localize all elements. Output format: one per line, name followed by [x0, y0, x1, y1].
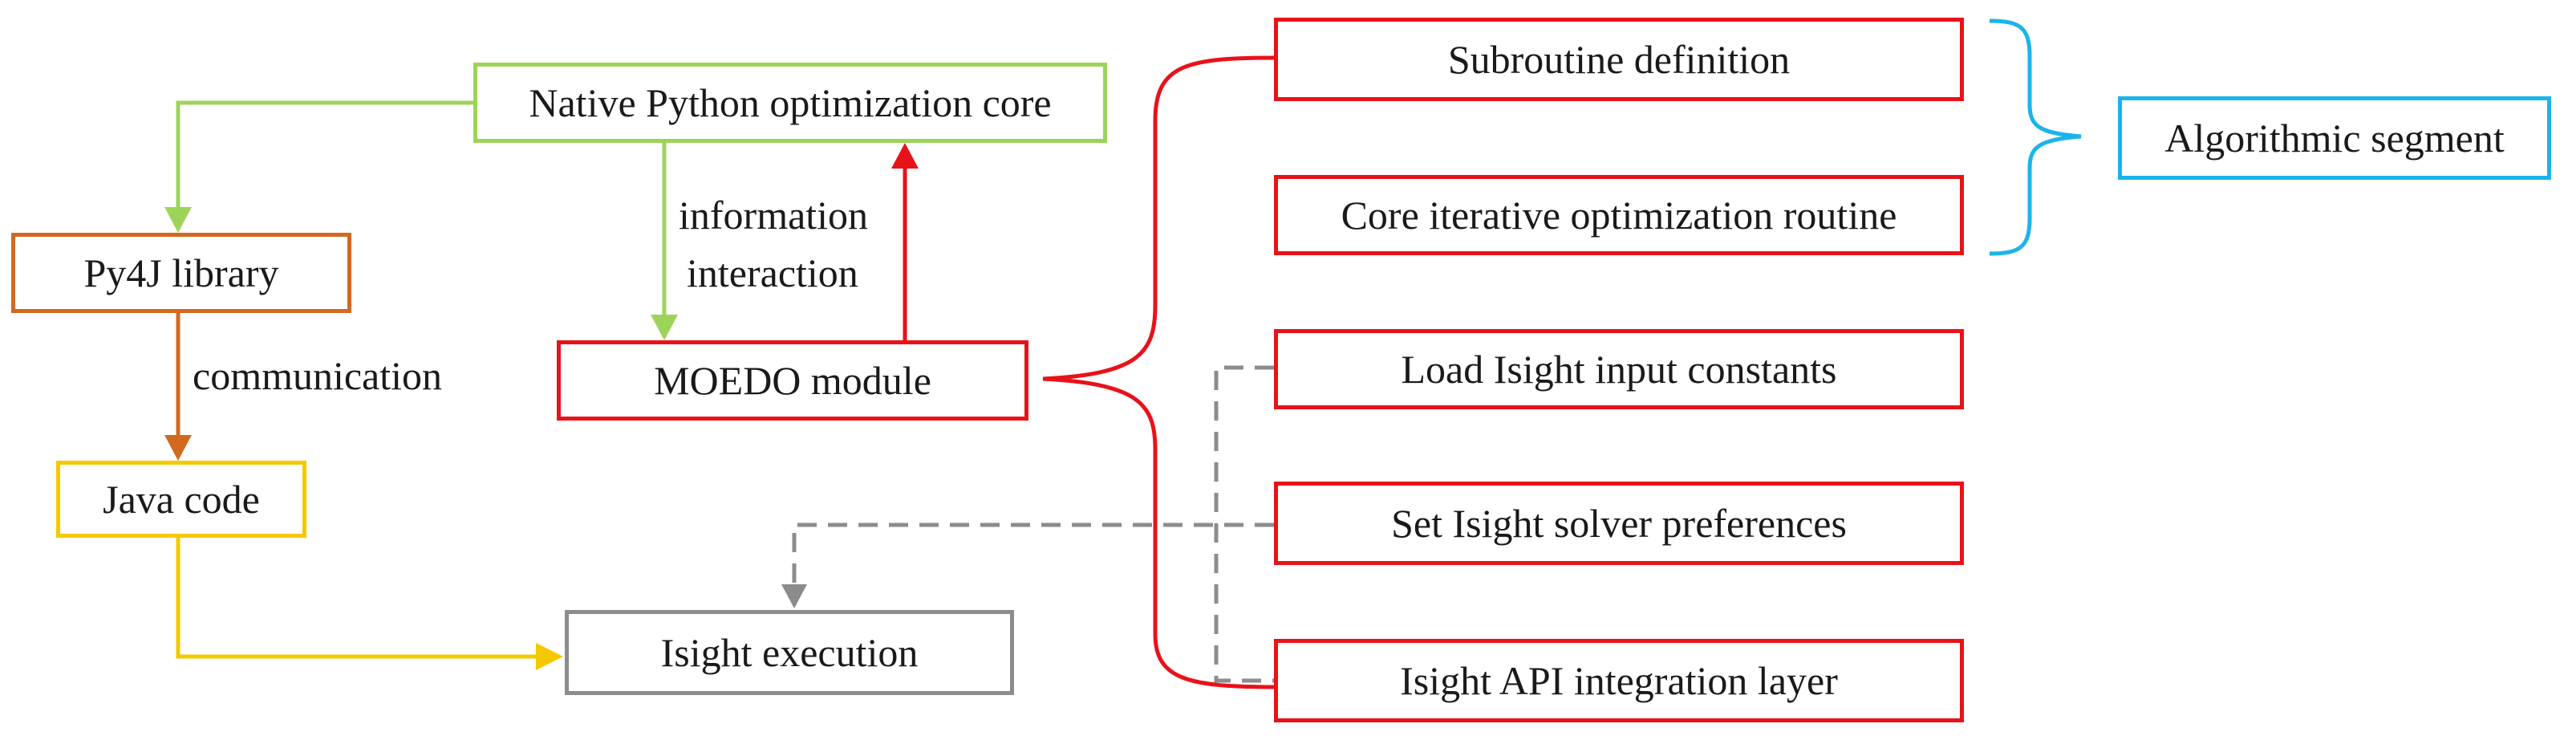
interaction-label: interaction: [687, 250, 858, 295]
arrow-java-to-isight: [176, 535, 544, 659]
java-code-box: Java code: [56, 461, 306, 538]
algorithmic-segment-label: Algorithmic segment: [2164, 116, 2505, 161]
information-label: information: [679, 193, 869, 238]
communication-label: communication: [193, 353, 443, 398]
isight-api-layer-box: Isight API integration layer: [1274, 639, 1964, 722]
arrowhead-java: [164, 435, 192, 461]
dashed-solver-to-isight: [792, 523, 1274, 591]
native-python-core-label: Native Python optimization core: [529, 80, 1052, 125]
arrowhead-py4j: [164, 207, 192, 233]
moedo-module-label: MOEDO module: [654, 358, 931, 403]
red-brace: [1042, 55, 1276, 689]
subroutine-definition-label: Subroutine definition: [1447, 37, 1791, 82]
native-python-core-box: Native Python optimization core: [473, 63, 1107, 143]
isight-execution-box: Isight execution: [565, 610, 1014, 695]
core-iterative-routine-label: Core iterative optimization routine: [1341, 193, 1897, 238]
py4j-library-label: Py4J library: [83, 250, 279, 295]
moedo-module-box: MOEDO module: [557, 340, 1028, 421]
arrow-core-to-py4j: [176, 100, 473, 223]
arrowhead-core: [891, 143, 919, 169]
load-isight-constants-box: Load Isight input constants: [1274, 329, 1964, 409]
core-iterative-routine-box: Core iterative optimization routine: [1274, 175, 1964, 255]
arrowhead-moedo: [651, 315, 678, 340]
set-solver-preferences-box: Set Isight solver preferences: [1274, 482, 1964, 565]
subroutine-definition-box: Subroutine definition: [1274, 18, 1964, 101]
isight-api-layer-label: Isight API integration layer: [1400, 658, 1838, 703]
load-isight-constants-label: Load Isight input constants: [1401, 347, 1837, 392]
dashed-load-api: [1214, 365, 1274, 683]
arrowhead-isight-exec-top: [781, 584, 807, 608]
isight-execution-label: Isight execution: [660, 630, 919, 675]
cyan-brace: [1989, 18, 2082, 256]
py4j-library-box: Py4J library: [11, 233, 351, 313]
algorithmic-segment-box: Algorithmic segment: [2118, 96, 2551, 180]
set-solver-preferences-label: Set Isight solver preferences: [1391, 501, 1847, 546]
java-code-label: Java code: [103, 477, 260, 522]
arrowhead-isight-exec: [536, 643, 563, 670]
